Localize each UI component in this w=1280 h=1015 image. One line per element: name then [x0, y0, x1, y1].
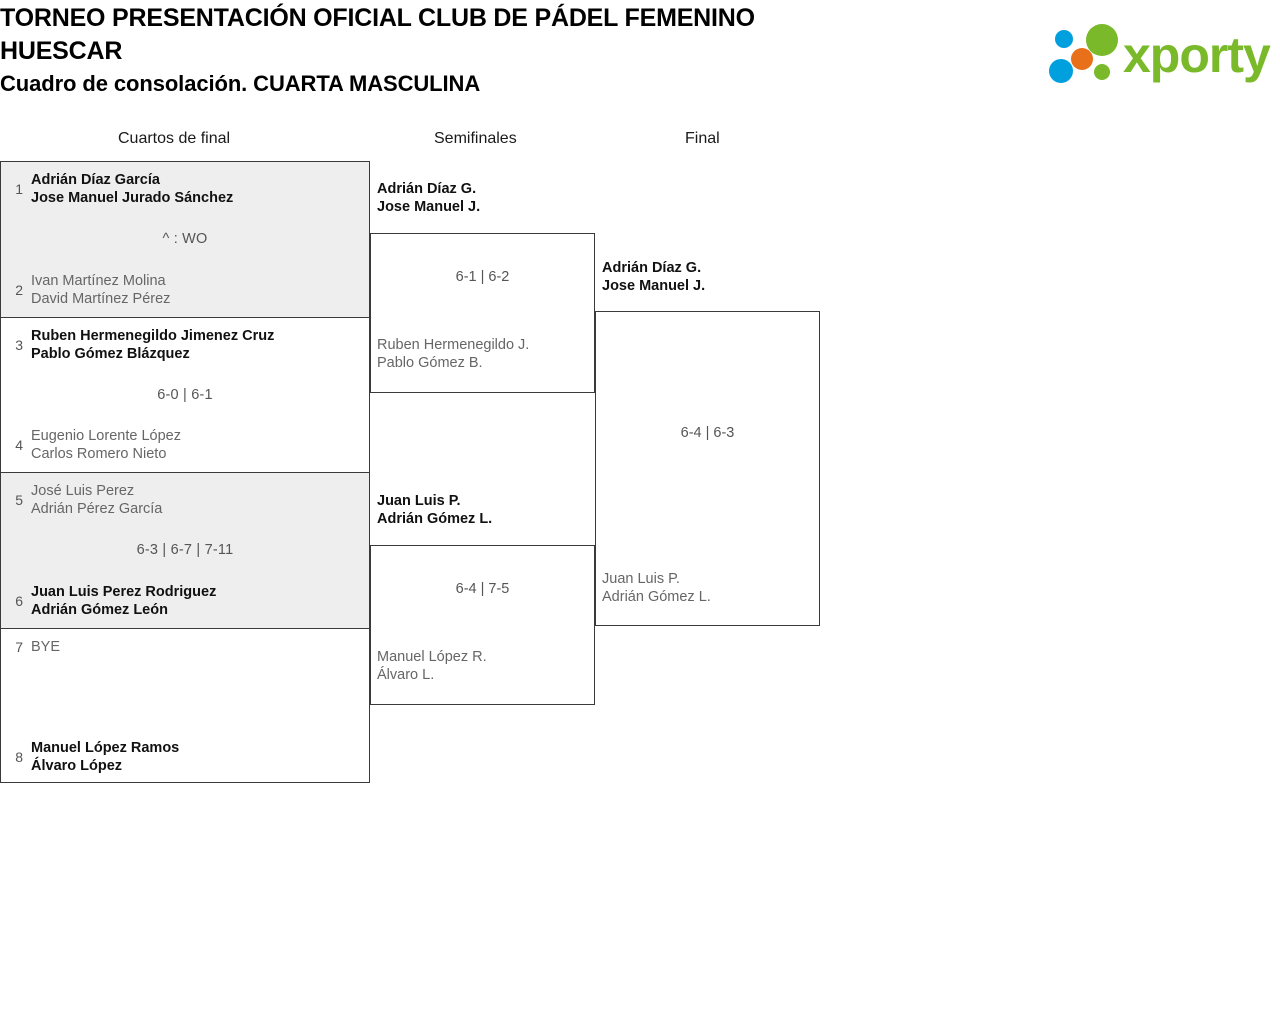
team-slot[interactable]: 2 Ivan Martínez Molina David Martínez Pé… — [9, 272, 170, 308]
team-slot[interactable]: 1 Adrián Díaz García Jose Manuel Jurado … — [9, 171, 233, 207]
sf-2-loser[interactable]: Manuel López R. Álvaro L. — [377, 649, 487, 683]
match-score: ^ : WO — [162, 231, 208, 248]
team-slot[interactable]: 5 José Luis Perez Adrián Pérez García — [9, 482, 162, 518]
page-title: TORNEO PRESENTACIÓN OFICIAL CLUB DE PÁDE… — [0, 2, 900, 99]
round-header-final: Final — [685, 130, 720, 147]
team-slot[interactable]: 8 Manuel López Ramos Álvaro López — [9, 739, 179, 775]
player-names: Adrián Díaz García Jose Manuel Jurado Sá… — [31, 172, 234, 206]
seed-number: 6 — [15, 592, 23, 609]
match-qf-4[interactable]: 7 BYE 8 Manuel López Ramos Álvaro López — [1, 629, 369, 785]
seed-number: 5 — [15, 492, 23, 508]
match-final[interactable] — [595, 311, 820, 626]
seed-number: 1 — [15, 181, 23, 197]
sf-1-score: 6-1 | 6-2 — [455, 269, 510, 285]
final-loser[interactable]: Juan Luis P. Adrián Gómez L. — [602, 571, 711, 605]
quarterfinals-column: 1 Adrián Díaz García Jose Manuel Jurado … — [0, 161, 370, 783]
player-names: Ivan Martínez Molina David Martínez Pére… — [31, 272, 171, 307]
logo-dot-green-small — [1094, 64, 1110, 80]
final-winner[interactable]: Adrián Díaz G. Jose Manuel J. — [602, 260, 706, 294]
logo-dot-blue-large — [1049, 59, 1073, 83]
tournament-title-line-2: HUESCAR — [0, 37, 123, 65]
seed-number: 3 — [15, 336, 23, 353]
tournament-subtitle: Cuadro de consolación. CUARTA MASCULINA — [0, 71, 481, 96]
seed-number: 4 — [15, 437, 23, 453]
player-names: Ruben Hermenegildo Jimenez Cruz Pablo Gó… — [31, 327, 275, 362]
team-slot[interactable]: 3 Ruben Hermenegildo Jimenez Cruz Pablo … — [9, 327, 274, 363]
team-slot[interactable]: 6 Juan Luis Perez Rodriguez Adrián Gómez… — [9, 583, 216, 619]
tournament-title-line-1: TORNEO PRESENTACIÓN OFICIAL CLUB DE PÁDE… — [0, 4, 755, 32]
round-header-quarterfinals: Cuartos de final — [118, 130, 231, 147]
player-names: BYE — [31, 638, 61, 655]
logo-dot-green-large — [1086, 24, 1118, 56]
sf-1-loser[interactable]: Ruben Hermenegildo J. Pablo Gómez B. — [377, 337, 530, 371]
logo-dot-blue-small — [1055, 30, 1073, 48]
sf-2-winner[interactable]: Juan Luis P. Adrián Gómez L. — [377, 493, 493, 527]
sf-2-score: 6-4 | 7-5 — [455, 581, 510, 597]
team-slot[interactable]: 4 Eugenio Lorente López Carlos Romero Ni… — [9, 427, 181, 463]
player-names: José Luis Perez Adrián Pérez García — [31, 483, 163, 517]
team-slot[interactable]: 7 BYE — [9, 638, 60, 656]
sf-1-winner[interactable]: Adrián Díaz G. Jose Manuel J. — [377, 181, 481, 215]
match-sf-1[interactable] — [370, 233, 595, 393]
match-qf-3[interactable]: 5 José Luis Perez Adrián Pérez García 6-… — [1, 473, 369, 629]
match-score: 6-0 | 6-1 — [157, 386, 213, 403]
seed-number: 8 — [15, 749, 23, 765]
final-score: 6-4 | 6-3 — [680, 425, 735, 441]
seed-number: 2 — [15, 281, 23, 298]
round-header-semifinals: Semifinales — [434, 130, 517, 147]
logo-wordmark: xporty — [1123, 27, 1271, 83]
player-names: Manuel López Ramos Álvaro López — [31, 740, 180, 774]
match-sf-2[interactable] — [370, 545, 595, 705]
match-score: 6-3 | 6-7 | 7-11 — [136, 542, 234, 559]
match-qf-2[interactable]: 3 Ruben Hermenegildo Jimenez Cruz Pablo … — [1, 318, 369, 473]
logo-dot-orange — [1071, 48, 1093, 70]
player-names: Juan Luis Perez Rodriguez Adrián Gómez L… — [31, 583, 217, 618]
xporty-logo: xporty — [1045, 22, 1277, 90]
player-names: Eugenio Lorente López Carlos Romero Niet… — [31, 428, 181, 462]
match-qf-1[interactable]: 1 Adrián Díaz García Jose Manuel Jurado … — [1, 162, 369, 318]
seed-number: 7 — [15, 638, 23, 655]
